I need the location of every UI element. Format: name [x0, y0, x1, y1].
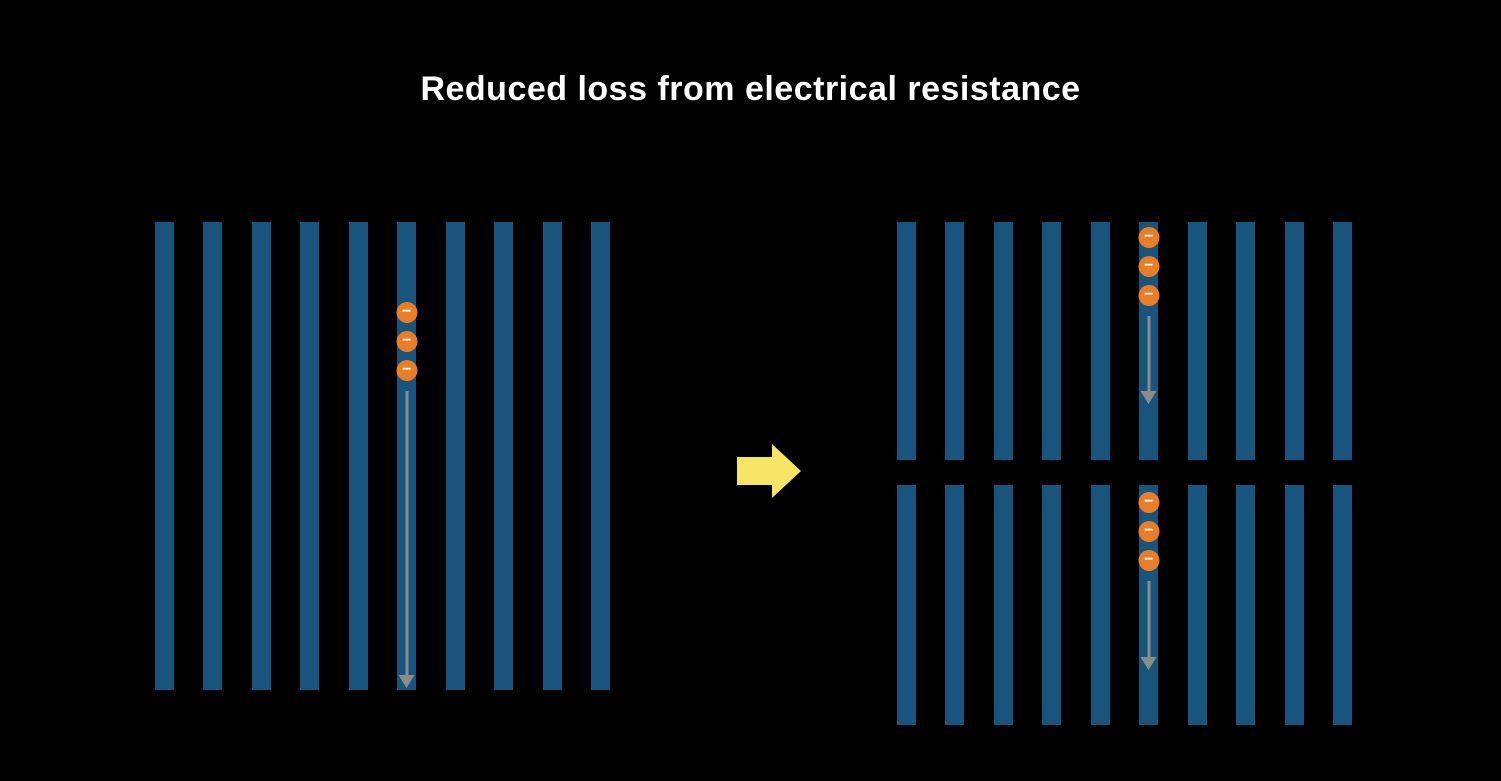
cell-bar	[1284, 485, 1304, 725]
current-flow-arrow-line	[1147, 581, 1151, 657]
cell-bar: − − −	[1138, 222, 1160, 460]
current-flow-arrow-line	[405, 391, 409, 675]
cell-bar	[203, 222, 223, 690]
electron-minus-circle-icon: −	[1138, 227, 1160, 248]
cell-bar	[993, 222, 1013, 460]
cell-bar	[590, 222, 610, 690]
cell-bar	[1042, 222, 1062, 460]
electron-minus-circle-icon: −	[1138, 550, 1160, 571]
electron-minus-circle-icon: −	[1138, 285, 1160, 306]
cell-bar	[1187, 485, 1207, 725]
cell-bar	[897, 485, 916, 725]
cell-bar	[1332, 485, 1352, 725]
cell-bar	[348, 222, 368, 690]
cell-bar	[897, 222, 916, 460]
cell-bar	[300, 222, 320, 690]
cell-bar	[155, 222, 174, 690]
transition-right-arrow-icon	[737, 444, 801, 498]
cell-bar	[1090, 485, 1110, 725]
cell-bar	[945, 222, 965, 460]
diagram-title: Reduced loss from electrical resistance	[420, 70, 1081, 108]
electron-minus-circle-icon: −	[1138, 256, 1160, 277]
electron-minus-circle-icon: −	[396, 360, 418, 381]
electron-minus-circle-icon: −	[396, 331, 418, 352]
single-cell-panel: − − −	[155, 222, 610, 690]
current-flow-arrow-line	[1147, 316, 1151, 391]
cell-bar	[1090, 222, 1110, 460]
cell-bar	[945, 485, 965, 725]
current-flow-arrowhead-icon	[1140, 657, 1157, 670]
cell-bar	[251, 222, 271, 690]
current-flow-arrowhead-icon	[398, 675, 415, 688]
electron-minus-circle-icon: −	[1138, 521, 1160, 542]
electron-flow: − − −	[1138, 492, 1160, 670]
cell-bar: − − −	[396, 222, 418, 690]
cell-bar	[1236, 485, 1256, 725]
cell-bar	[1332, 222, 1352, 460]
electron-minus-circle-icon: −	[396, 302, 418, 323]
cell-bar	[1236, 222, 1256, 460]
split-cell-bottom-panel: − − −	[897, 485, 1352, 725]
cell-bar	[1042, 485, 1062, 725]
cell-bar	[1284, 222, 1304, 460]
electron-flow: − − −	[1138, 227, 1160, 404]
cell-bar	[542, 222, 562, 690]
cell-bar	[1187, 222, 1207, 460]
cell-bar	[993, 485, 1013, 725]
cell-bar	[445, 222, 465, 690]
electron-minus-circle-icon: −	[1138, 492, 1160, 513]
split-cell-top-panel: − − −	[897, 222, 1352, 460]
electron-flow: − − −	[396, 302, 418, 688]
current-flow-arrowhead-icon	[1140, 391, 1157, 404]
cell-bar	[494, 222, 514, 690]
cell-bar: − − −	[1138, 485, 1160, 725]
